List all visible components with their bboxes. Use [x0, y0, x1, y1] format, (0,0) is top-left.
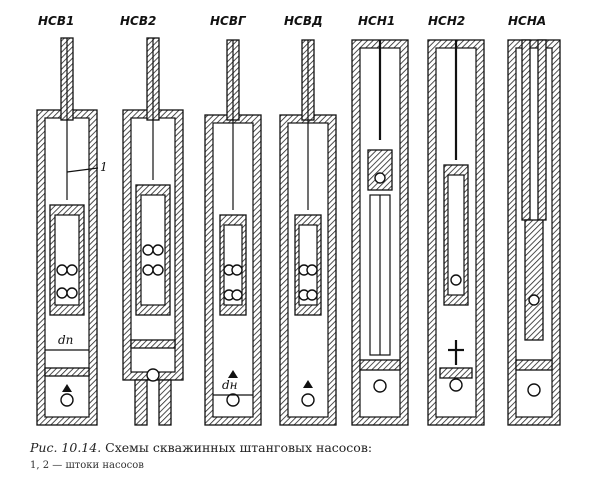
pump-nsvg: [204, 39, 262, 426]
pump-label-nsv2: НСВ2: [120, 14, 156, 28]
callout-1-leader: [66, 167, 99, 173]
pump-nsvd: [279, 39, 337, 426]
pump-label-nsna: НСНА: [508, 14, 546, 28]
callout-1: 1: [100, 160, 108, 174]
pump-nsn1: [351, 39, 409, 426]
plunger-diameter-label: dп: [58, 333, 73, 347]
figure-caption: Рис. 10.14. Схемы скважинных штанговых н…: [30, 440, 372, 455]
pump-label-nsvg: НСВГ: [210, 14, 247, 28]
figure-caption-number: Рис. 10.14.: [30, 440, 102, 455]
figure-legend: 1, 2 — штоки насосов: [30, 460, 144, 471]
figure-caption-text: Схемы скважинных штанговых насосов:: [105, 440, 373, 455]
pump-schematics-figure: НСВ1 НСВ2 НСВГ НСВД НСН1 НСН2 НСНА 1 dп: [36, 14, 561, 426]
pump-label-nsv1: НСВ1: [38, 14, 74, 28]
pump-diameter-label: dн: [222, 378, 238, 392]
pump-nsv2: [122, 37, 184, 426]
pump-nsna: [507, 39, 561, 426]
pump-label-nsvd: НСВД: [284, 14, 323, 28]
pump-label-nsn2: НСН2: [428, 14, 465, 28]
pump-nsv1: [36, 37, 98, 426]
pump-label-nsn1: НСН1: [358, 14, 395, 28]
pump-nsn2: [427, 39, 485, 426]
